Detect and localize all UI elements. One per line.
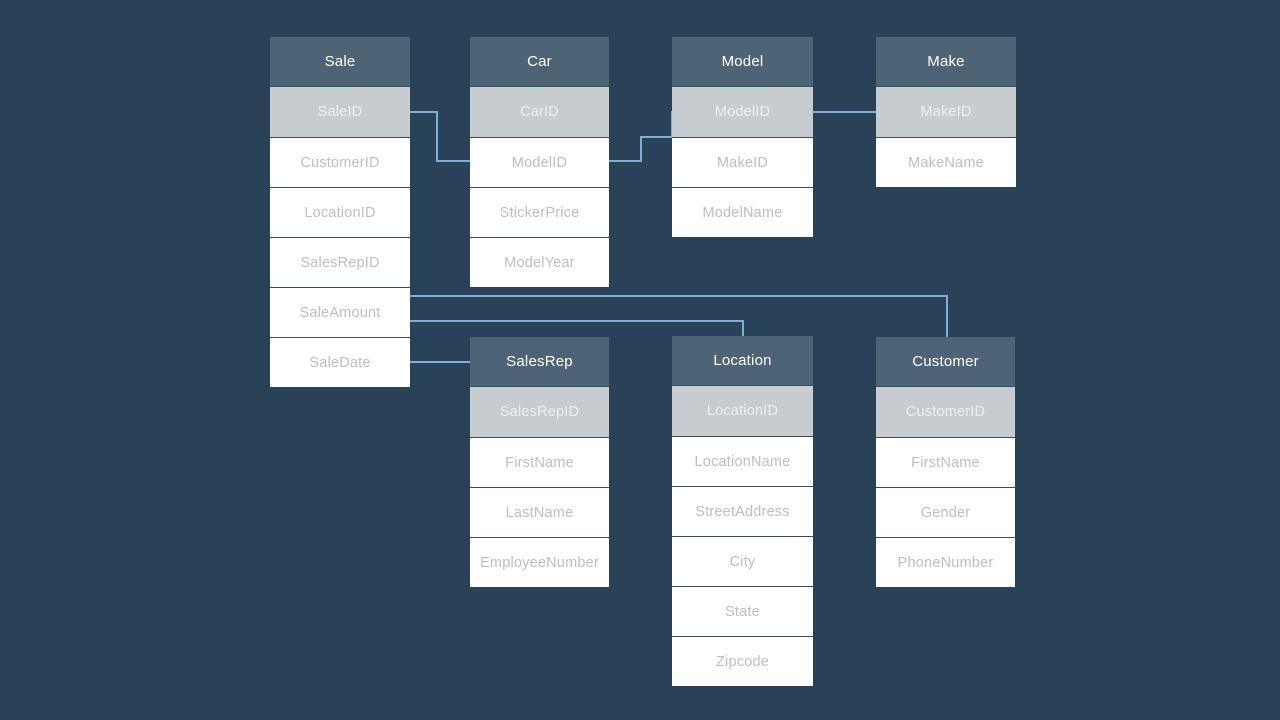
field-customer-2[interactable]: Gender xyxy=(876,487,1015,537)
field-salesrep-2[interactable]: LastName xyxy=(470,487,609,537)
field-sale-5[interactable]: SaleDate xyxy=(270,337,410,387)
field-car-3[interactable]: ModelYear xyxy=(470,237,609,287)
field-car-1[interactable]: ModelID xyxy=(470,137,609,187)
field-location-1[interactable]: LocationName xyxy=(672,436,813,486)
primary-key-field-car-0[interactable]: CarID xyxy=(470,87,609,137)
field-car-2[interactable]: StickerPrice xyxy=(470,187,609,237)
field-location-3[interactable]: City xyxy=(672,536,813,586)
field-customer-3[interactable]: PhoneNumber xyxy=(876,537,1015,587)
field-make-1[interactable]: MakeName xyxy=(876,137,1016,187)
primary-key-field-sale-0[interactable]: SaleID xyxy=(270,87,410,137)
field-sale-1[interactable]: CustomerID xyxy=(270,137,410,187)
field-model-1[interactable]: MakeID xyxy=(672,137,813,187)
relationship-sale-location xyxy=(409,320,744,337)
field-sale-3[interactable]: SalesRepID xyxy=(270,237,410,287)
field-sale-4[interactable]: SaleAmount xyxy=(270,287,410,337)
primary-key-field-salesrep-0[interactable]: SalesRepID xyxy=(470,387,609,437)
entity-header-model: Model xyxy=(672,37,813,87)
primary-key-field-customer-0[interactable]: CustomerID xyxy=(876,387,1015,437)
field-location-5[interactable]: Zipcode xyxy=(672,636,813,686)
entity-header-customer: Customer xyxy=(876,337,1015,387)
field-salesrep-1[interactable]: FirstName xyxy=(470,437,609,487)
field-model-2[interactable]: ModelName xyxy=(672,187,813,237)
field-customer-1[interactable]: FirstName xyxy=(876,437,1015,487)
field-salesrep-3[interactable]: EmployeeNumber xyxy=(470,537,609,587)
entity-header-sale: Sale xyxy=(270,37,410,87)
field-location-2[interactable]: StreetAddress xyxy=(672,486,813,536)
entity-header-make: Make xyxy=(876,37,1016,87)
entity-header-car: Car xyxy=(470,37,609,87)
entity-header-location: Location xyxy=(672,336,813,386)
field-sale-2[interactable]: LocationID xyxy=(270,187,410,237)
relationship-sale-car xyxy=(402,111,471,162)
primary-key-field-location-0[interactable]: LocationID xyxy=(672,386,813,436)
entity-header-salesrep: SalesRep xyxy=(470,337,609,387)
field-location-4[interactable]: State xyxy=(672,586,813,636)
relationship-sale-customer xyxy=(409,295,948,338)
primary-key-field-make-0[interactable]: MakeID xyxy=(876,87,1016,137)
primary-key-field-model-0[interactable]: ModelID xyxy=(672,87,813,137)
relationship-car-model xyxy=(608,111,673,162)
